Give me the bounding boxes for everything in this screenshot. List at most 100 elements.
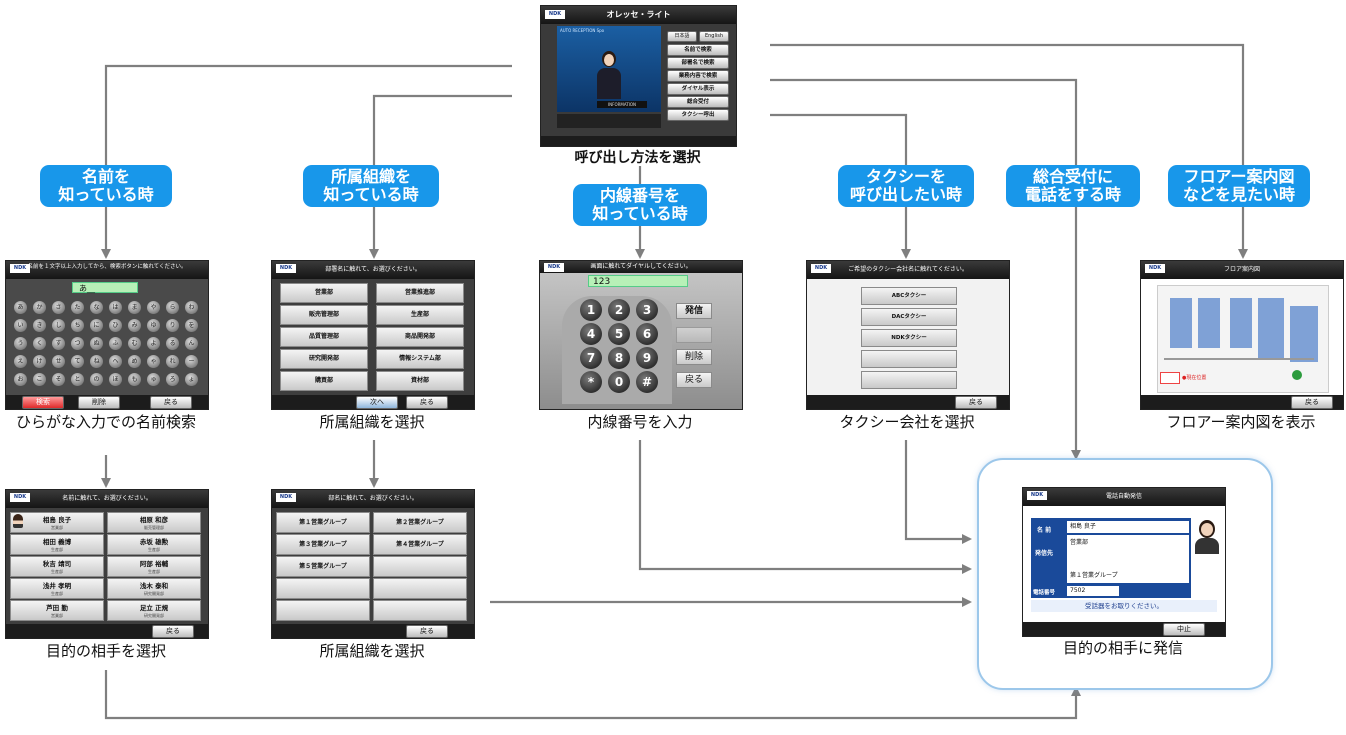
- back-button[interactable]: 戻る: [676, 372, 712, 388]
- person-item-button[interactable]: 相原 和彦販売管理部: [107, 512, 201, 533]
- hiragana-key[interactable]: ち: [71, 319, 84, 332]
- dial-key[interactable]: 8: [608, 347, 630, 369]
- person-item-button[interactable]: 芦田 勤営業部: [10, 600, 104, 621]
- hiragana-key[interactable]: あ: [14, 301, 27, 314]
- hiragana-key[interactable]: さ: [52, 301, 65, 314]
- hiragana-key[interactable]: り: [166, 319, 179, 332]
- hiragana-key[interactable]: う: [14, 337, 27, 350]
- dept-item-button[interactable]: 購買部: [280, 371, 368, 391]
- hiragana-key[interactable]: わ: [185, 301, 198, 314]
- taxi-item-button[interactable]: [861, 350, 957, 368]
- dept-item-button[interactable]: 品質管理部: [280, 327, 368, 347]
- hiragana-key[interactable]: の: [90, 373, 103, 386]
- hiragana-key[interactable]: ま: [128, 301, 141, 314]
- dept-item-button[interactable]: 営業推進部: [376, 283, 464, 303]
- call-button[interactable]: 発信: [676, 303, 712, 319]
- hiragana-key[interactable]: よ: [147, 337, 160, 350]
- delete-button[interactable]: 削除: [676, 349, 712, 365]
- main-menu-button[interactable]: 総合受付: [667, 96, 729, 108]
- group-item-button[interactable]: [373, 556, 467, 577]
- hiragana-key[interactable]: え: [14, 355, 27, 368]
- taxi-item-button[interactable]: [861, 371, 957, 389]
- hiragana-key[interactable]: ら: [166, 301, 179, 314]
- hiragana-key[interactable]: ね: [90, 355, 103, 368]
- search-button[interactable]: 検索: [22, 396, 64, 409]
- group-item-button[interactable]: 第４営業グループ: [373, 534, 467, 555]
- hiragana-key[interactable]: と: [71, 373, 84, 386]
- hiragana-key[interactable]: る: [166, 337, 179, 350]
- hiragana-key[interactable]: れ: [166, 355, 179, 368]
- taxi-item-button[interactable]: NDKタクシー: [861, 329, 957, 347]
- hiragana-key[interactable]: つ: [71, 337, 84, 350]
- hiragana-key[interactable]: ろ: [166, 373, 179, 386]
- person-item-button[interactable]: 相田 義博生産部: [10, 534, 104, 555]
- hiragana-key[interactable]: ょ: [185, 373, 198, 386]
- taxi-item-button[interactable]: ABCタクシー: [861, 287, 957, 305]
- dial-key[interactable]: 7: [580, 347, 602, 369]
- dial-key[interactable]: #: [636, 371, 658, 393]
- hiragana-key[interactable]: お: [14, 373, 27, 386]
- hiragana-key[interactable]: た: [71, 301, 84, 314]
- hiragana-key[interactable]: ー: [185, 355, 198, 368]
- delete-button[interactable]: 削除: [78, 396, 120, 409]
- dial-key[interactable]: 1: [580, 299, 602, 321]
- hiragana-key[interactable]: は: [109, 301, 122, 314]
- back-button[interactable]: 戻る: [150, 396, 192, 409]
- hiragana-key[interactable]: ゆ: [147, 319, 160, 332]
- hiragana-key[interactable]: か: [33, 301, 46, 314]
- lang-en-button[interactable]: English: [699, 31, 729, 42]
- back-button[interactable]: 戻る: [406, 625, 448, 638]
- extension-input[interactable]: 123: [588, 275, 688, 287]
- person-item-button[interactable]: 秋吉 靖司生産部: [10, 556, 104, 577]
- main-menu-button[interactable]: 名前で検索: [667, 44, 729, 56]
- back-button[interactable]: 戻る: [406, 396, 448, 409]
- group-item-button[interactable]: 第２営業グループ: [373, 512, 467, 533]
- group-item-button[interactable]: 第５営業グループ: [276, 556, 370, 577]
- person-item-button[interactable]: 浅井 孝明生産部: [10, 578, 104, 599]
- main-menu-button[interactable]: タクシー呼出: [667, 109, 729, 121]
- hiragana-input[interactable]: あ__: [72, 282, 138, 293]
- group-item-button[interactable]: [373, 578, 467, 599]
- dept-item-button[interactable]: 研究開発部: [280, 349, 368, 369]
- person-item-button[interactable]: 浅木 泰和研究開発部: [107, 578, 201, 599]
- hiragana-key[interactable]: ゃ: [147, 355, 160, 368]
- dial-key[interactable]: 4: [580, 323, 602, 345]
- hiragana-key[interactable]: き: [33, 319, 46, 332]
- hiragana-key[interactable]: ん: [185, 337, 198, 350]
- main-menu-button[interactable]: 業務内容で検索: [667, 70, 729, 82]
- dial-key[interactable]: 5: [608, 323, 630, 345]
- dial-key[interactable]: 3: [636, 299, 658, 321]
- dept-item-button[interactable]: 営業部: [280, 283, 368, 303]
- hiragana-key[interactable]: や: [147, 301, 160, 314]
- hiragana-key[interactable]: を: [185, 319, 198, 332]
- dept-item-button[interactable]: 商品開発部: [376, 327, 464, 347]
- hiragana-key[interactable]: そ: [52, 373, 65, 386]
- hiragana-key[interactable]: い: [14, 319, 27, 332]
- taxi-item-button[interactable]: DACタクシー: [861, 308, 957, 326]
- hiragana-key[interactable]: け: [33, 355, 46, 368]
- next-button[interactable]: 次へ: [356, 396, 398, 409]
- hiragana-key[interactable]: ふ: [109, 337, 122, 350]
- main-menu-button[interactable]: ダイヤル表示: [667, 83, 729, 95]
- dial-key[interactable]: *: [580, 371, 602, 393]
- dial-key[interactable]: 9: [636, 347, 658, 369]
- cancel-button[interactable]: 中止: [1163, 623, 1205, 636]
- hiragana-key[interactable]: な: [90, 301, 103, 314]
- hiragana-key[interactable]: し: [52, 319, 65, 332]
- group-item-button[interactable]: [373, 600, 467, 621]
- person-item-button[interactable]: 阿部 裕輔生産部: [107, 556, 201, 577]
- person-item-button[interactable]: 赤坂 雄勲生産部: [107, 534, 201, 555]
- hiragana-key[interactable]: に: [90, 319, 103, 332]
- group-item-button[interactable]: [276, 600, 370, 621]
- dial-key[interactable]: 6: [636, 323, 658, 345]
- person-item-button[interactable]: 足立 正規研究開発部: [107, 600, 201, 621]
- dial-key[interactable]: 0: [608, 371, 630, 393]
- hiragana-key[interactable]: て: [71, 355, 84, 368]
- dial-key[interactable]: 2: [608, 299, 630, 321]
- hiragana-key[interactable]: せ: [52, 355, 65, 368]
- lang-ja-button[interactable]: 日本語: [667, 31, 697, 42]
- group-item-button[interactable]: [276, 578, 370, 599]
- hiragana-key[interactable]: ひ: [109, 319, 122, 332]
- back-button[interactable]: 戻る: [955, 396, 997, 409]
- hiragana-key[interactable]: ぬ: [90, 337, 103, 350]
